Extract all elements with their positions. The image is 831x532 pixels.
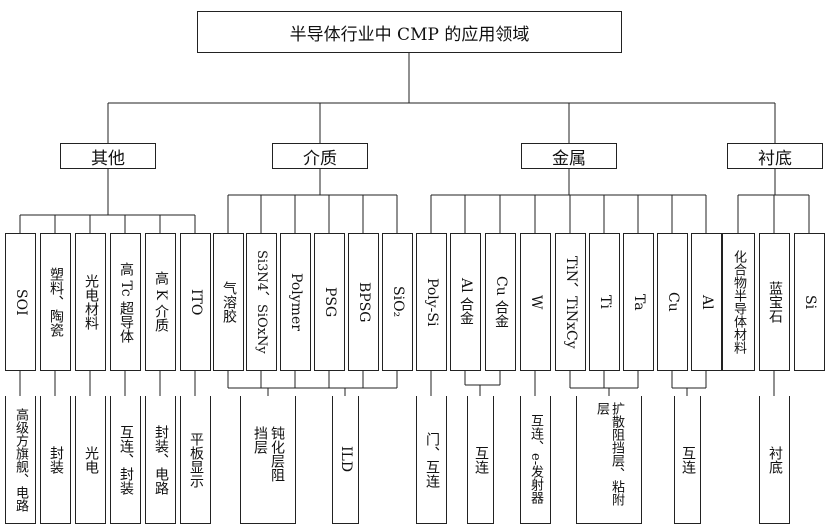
item-si3n4: Si3N4、SiOxNy <box>246 233 277 371</box>
item-label: Cu <box>665 292 681 312</box>
item-label: BPSG <box>356 281 372 323</box>
app-label: 互连、封装 <box>118 424 134 495</box>
app-label: 封装 <box>48 445 64 474</box>
item-label: 高 Tc 超导体 <box>118 261 134 343</box>
item-label: Polymer <box>288 273 304 331</box>
category-metal: 金属 <box>521 143 617 169</box>
app-substrate: 衬底 <box>759 396 790 524</box>
item-label: Al <box>699 294 715 310</box>
app-label: 扩散阻挡层、粘附层 <box>594 401 624 506</box>
item-sapphire: 蓝宝石 <box>759 233 790 371</box>
item-bpsg: BPSG <box>348 233 379 371</box>
app-label: 封装、电路 <box>153 424 169 495</box>
item-label: SiO₂ <box>390 286 406 318</box>
item-high-tc: 高 Tc 超导体 <box>110 233 141 371</box>
item-label: 高 K 介质 <box>153 271 169 333</box>
item-label: Si <box>802 294 818 310</box>
app-advanced-circuit: 高级方旗舰、电路 <box>5 396 36 524</box>
item-label: Al 合金 <box>458 278 474 326</box>
item-ta: Ta <box>623 233 654 371</box>
item-label: ITO <box>188 288 204 316</box>
app-label: 衬底 <box>767 445 783 474</box>
item-label: Si3N4、SiOxNy <box>254 250 269 354</box>
category-other: 其他 <box>60 143 156 169</box>
item-si: Si <box>794 233 825 371</box>
app-flat-panel: 平板显示 <box>180 396 211 524</box>
item-compound-semiconductor: 化合物半导体材料 <box>722 233 755 371</box>
item-label: 气溶胶 <box>221 281 237 323</box>
app-optoelectronics: 光电 <box>75 396 106 524</box>
item-label: PSG <box>322 286 338 318</box>
app-gate-interconnect: 门、互连 <box>416 396 447 524</box>
app-label: 门、互连 <box>424 431 440 488</box>
app-ild: ILD <box>332 396 359 524</box>
item-label: Ta <box>631 293 647 311</box>
item-al-alloy: Al 合金 <box>450 233 481 371</box>
item-label: 光电材料 <box>83 274 99 330</box>
item-w: W <box>520 233 551 371</box>
app-passivation-barrier: 钝化层阻挡层 <box>240 396 296 524</box>
item-polymer: Polymer <box>280 233 311 371</box>
item-label: W <box>528 294 544 310</box>
item-label: Poly-Si <box>424 277 440 327</box>
item-optoelectronic: 光电材料 <box>75 233 106 371</box>
app-interconnect-emitter: 互连、e-发射器 <box>520 396 551 524</box>
app-packaging-circuit: 封装、电路 <box>145 396 176 524</box>
item-label: SOI <box>13 288 29 316</box>
app-diffusion-barrier: 扩散阻挡层、粘附层 <box>576 396 642 524</box>
app-label: 互连 <box>680 445 696 474</box>
item-label: Cu 合金 <box>493 275 509 329</box>
category-dielectric: 介质 <box>272 143 368 169</box>
app-label: 互连、e-发射器 <box>528 414 543 505</box>
app-label: ILD <box>338 446 354 473</box>
item-ito: ITO <box>180 233 211 371</box>
category-substrate: 衬底 <box>727 143 823 169</box>
item-cu-alloy: Cu 合金 <box>485 233 516 371</box>
item-psg: PSG <box>314 233 345 371</box>
item-label: 化合物半导体材料 <box>731 250 746 354</box>
app-interconnect-cu: 互连 <box>674 396 701 524</box>
root-node: 半导体行业中 CMP 的应用领域 <box>197 11 622 53</box>
item-label: 塑料、陶瓷 <box>48 267 64 337</box>
item-high-k: 高 K 介质 <box>145 233 176 371</box>
item-poly-si: Poly-Si <box>416 233 447 371</box>
app-label: 互连 <box>473 445 489 474</box>
item-label: Ti <box>597 295 613 309</box>
item-label: 蓝宝石 <box>767 281 783 323</box>
app-label: 平板显示 <box>188 431 204 488</box>
item-label: TiN、TiNxCy <box>563 255 579 349</box>
item-plastic-ceramic: 塑料、陶瓷 <box>40 233 71 371</box>
item-aerogel: 气溶胶 <box>213 233 244 371</box>
app-interconnect-al: 互连 <box>467 396 494 524</box>
app-label: 钝化层阻挡层 <box>252 425 285 482</box>
item-soi: SOI <box>5 233 36 371</box>
item-al: Al <box>691 233 722 371</box>
app-label: 光电 <box>83 445 99 474</box>
item-cu: Cu <box>657 233 688 371</box>
item-sio2: SiO₂ <box>382 233 413 371</box>
app-packaging: 封装 <box>40 396 71 524</box>
item-ti: Ti <box>589 233 620 371</box>
item-tin: TiN、TiNxCy <box>555 233 586 371</box>
app-interconnect-packaging: 互连、封装 <box>110 396 141 524</box>
app-label: 高级方旗舰、电路 <box>13 407 28 512</box>
